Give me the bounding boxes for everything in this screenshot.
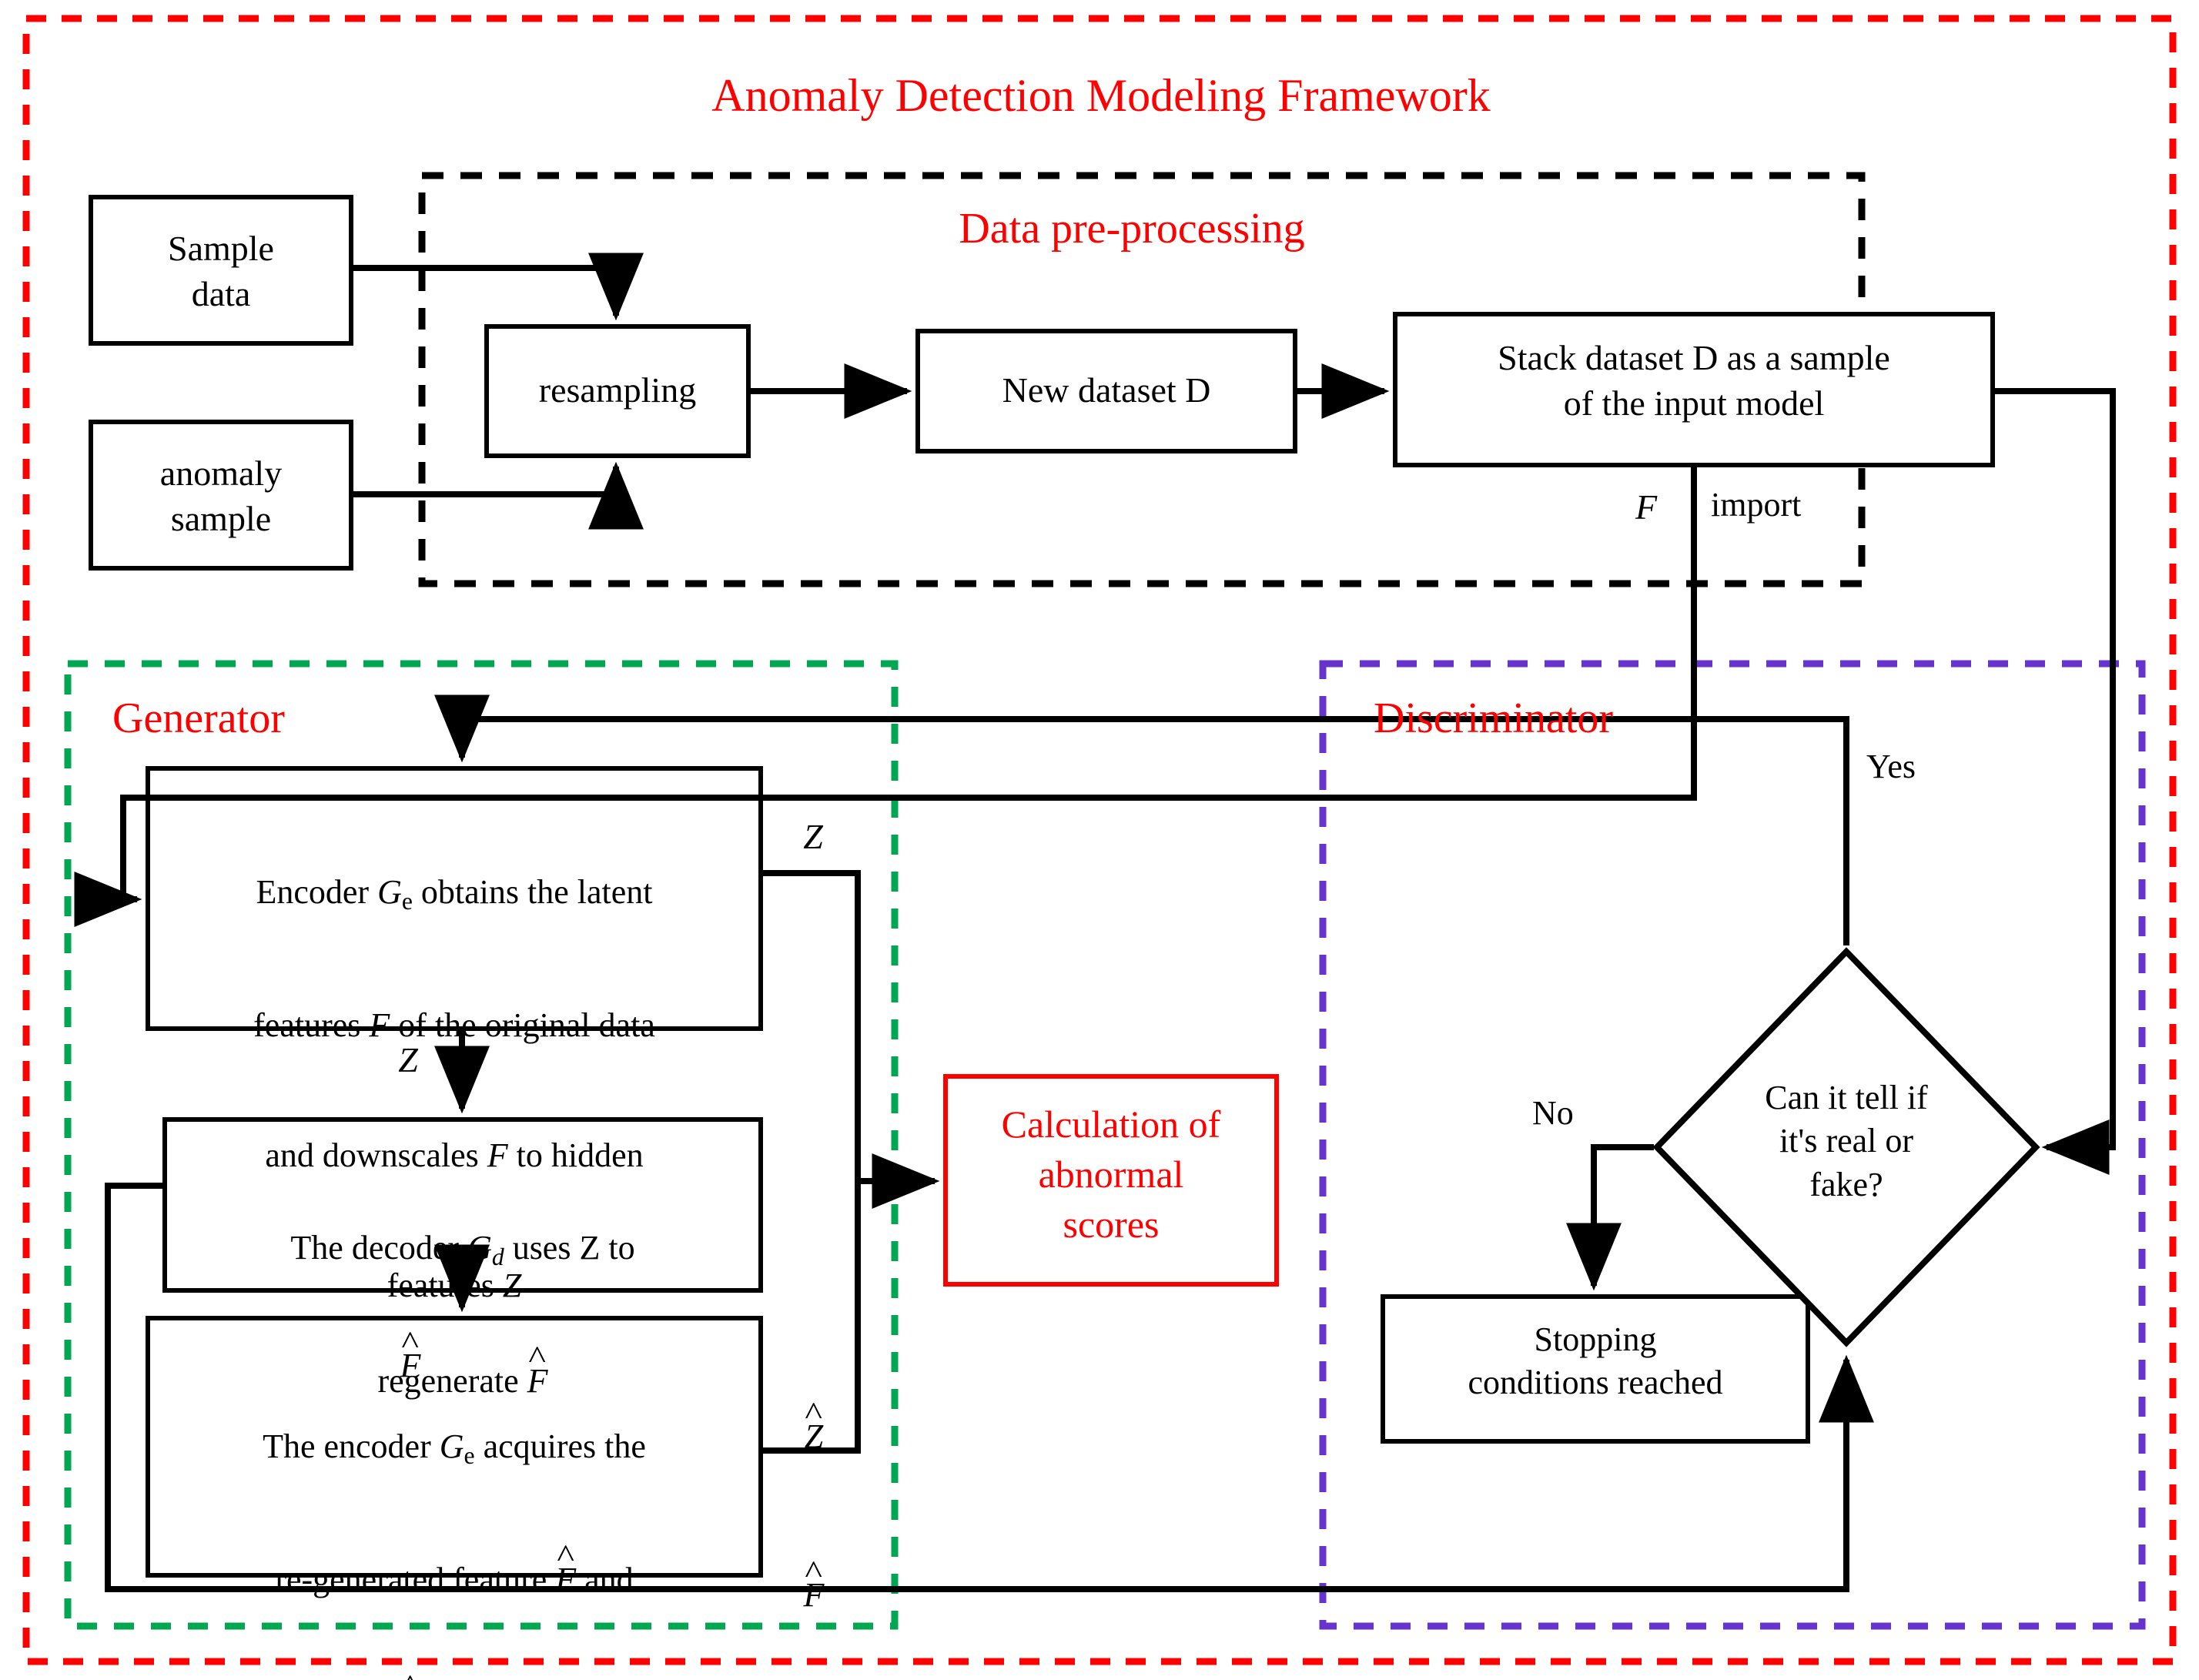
encoder2-l1b: acquires the	[474, 1427, 646, 1465]
encoder2-l2fhat: F	[555, 1558, 576, 1601]
edge-label-yes: Yes	[1866, 748, 1916, 785]
edge-label-import: import	[1711, 486, 1802, 524]
node-label-sample-data: Sample data	[168, 229, 274, 313]
fhat-down-sym: F	[400, 1344, 421, 1387]
edge-anomaly-to-resampling	[351, 461, 644, 530]
node-label-abnormal-scores: Calculation of abnormal scores	[1001, 1103, 1221, 1246]
fhat-bottom-sym: F	[804, 1574, 825, 1617]
node-label-decoder: The decoder Gd uses Z to regenerate F	[172, 1140, 753, 1446]
zhat-right-sym: Z	[805, 1415, 823, 1458]
edge-no-to-stopping	[1566, 1144, 1654, 1291]
encoder2-l2b: and	[576, 1560, 634, 1598]
encoder-l1sub: e	[401, 887, 413, 915]
figure-title: Anomaly Detection Modeling Framework	[711, 70, 1491, 121]
decoder-l1sub: d	[491, 1243, 504, 1270]
node-label-decision: Can it tell if it's real or fake?	[1765, 1079, 1928, 1203]
node-label-stack-dataset: Stack dataset D as a sample of the input…	[1498, 338, 1890, 423]
decoder-l1g: G	[467, 1228, 492, 1267]
edge-sample-to-resampling	[351, 253, 644, 321]
encoder-l1a: Encoder	[256, 872, 378, 911]
node-label-encoder: Encoder Ge obtains the latent features F…	[156, 784, 753, 1350]
encoder-l3b: to hidden	[507, 1136, 644, 1174]
node-label-stopping-conditions: Stopping conditions reached	[1468, 1320, 1723, 1402]
encoder-l4z: Z	[502, 1266, 522, 1304]
encoder-l1g: G	[377, 872, 402, 911]
encoder2-l2a: re-generated feature	[275, 1560, 556, 1598]
encoder-l4a: features	[387, 1266, 503, 1304]
edge-encoder-z-to-scores	[761, 870, 940, 1209]
encoder2-l1g: G	[439, 1427, 464, 1465]
encoder2-l1a: The encoder	[263, 1427, 440, 1465]
node-label-anomaly-sample: anomaly sample	[159, 453, 283, 538]
generator-section-label: Generator	[112, 694, 285, 742]
decoder-l2fhat: F	[527, 1360, 548, 1403]
node-label-resampling: resampling	[538, 370, 697, 410]
edge-label-zhat-right: Z	[787, 1372, 841, 1459]
node-label-new-dataset: New dataset D	[1002, 370, 1211, 410]
node-label-encoder-regen: The encoder Ge acquires the re-generated…	[156, 1338, 753, 1680]
encoder2-l1sub: e	[464, 1441, 475, 1469]
edge-stack-to-decision	[1993, 388, 2116, 1175]
edge-label-fhat-down: F	[383, 1301, 437, 1388]
discriminator-section-label: Discriminator	[1374, 694, 1614, 742]
encoder-l1b: obtains the latent	[412, 872, 653, 911]
encoder-l2a: features	[253, 1006, 370, 1044]
edge-label-fhat-bottom: F	[787, 1531, 841, 1618]
encoder-l2b: of the original data	[390, 1006, 655, 1044]
encoder-l3a: and downscales	[265, 1136, 487, 1174]
decoder-l1b: uses Z to	[504, 1228, 635, 1267]
encoder-l3f: F	[487, 1136, 508, 1174]
encoder-l2f: F	[369, 1006, 390, 1044]
edge-label-no: No	[1532, 1094, 1574, 1132]
preprocessing-section-label: Data pre-processing	[959, 205, 1305, 253]
edge-label-import-f: F	[1635, 487, 1658, 527]
edge-label-z-right: Z	[803, 817, 823, 856]
decoder-l1a: The decoder	[290, 1228, 468, 1267]
edge-label-z-down: Z	[398, 1040, 418, 1079]
